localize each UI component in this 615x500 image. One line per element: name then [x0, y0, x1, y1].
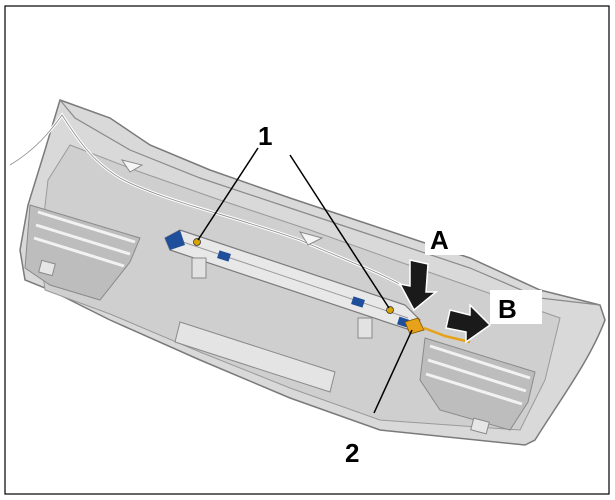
- triangle-marker-left: [120, 159, 144, 173]
- trim-panel: [9, 99, 606, 446]
- left-recess-ribs: [33, 210, 136, 268]
- bracket-left: [191, 257, 207, 279]
- connector-cable: [423, 326, 471, 344]
- panel-top-rim: [59, 99, 601, 306]
- label-box-a: [425, 225, 465, 255]
- blue-mount-1: [217, 250, 231, 262]
- cable-left-outline: [9, 114, 411, 291]
- screw-right: [386, 306, 394, 314]
- arrow-right-icon: [445, 303, 492, 344]
- callout-2: 2: [345, 438, 359, 468]
- blue-mount-2: [351, 296, 365, 308]
- left-clip: [38, 259, 56, 277]
- orange-connector: [404, 317, 425, 335]
- arrow-down-icon: [398, 259, 439, 312]
- callout-a: A: [430, 225, 449, 255]
- bracket-right: [357, 317, 373, 339]
- screw-left: [193, 238, 201, 246]
- handle-recess: [174, 321, 336, 393]
- callout-b: B: [498, 294, 517, 324]
- leader-1-right: [289, 154, 390, 309]
- leader-lines: [197, 147, 413, 414]
- light-bar-center-line: [179, 240, 409, 319]
- label-box-b: [490, 290, 542, 324]
- right-clip: [470, 417, 490, 435]
- right-recess: [419, 337, 536, 431]
- callout-1: 1: [258, 121, 272, 151]
- triangle-marker-center: [298, 231, 324, 246]
- leader-2: [373, 329, 413, 414]
- right-recess-ribs: [425, 344, 531, 406]
- leader-1-left: [197, 147, 259, 241]
- light-bar-left-cap: [165, 230, 185, 250]
